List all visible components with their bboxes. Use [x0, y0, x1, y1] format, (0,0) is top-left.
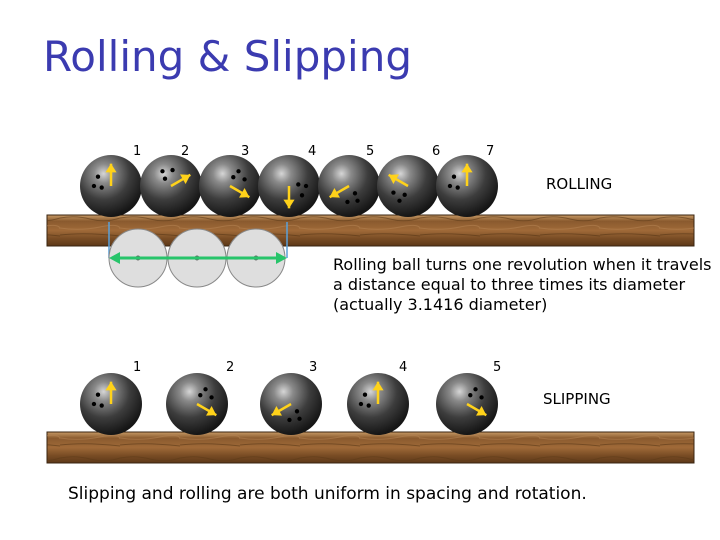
- bowling-ball: [258, 155, 320, 217]
- bowling-ball: [80, 373, 142, 435]
- rolling-number: 6: [432, 144, 440, 159]
- diameter-measure: [109, 222, 287, 287]
- bowling-ball: [166, 373, 228, 435]
- bowling-ball: [377, 155, 439, 217]
- rolling-label: ROLLING: [546, 175, 612, 193]
- bowling-ball: [140, 155, 202, 217]
- rolling-number: 5: [366, 144, 374, 159]
- rolling-number: 4: [308, 144, 316, 159]
- slipping-number: 4: [399, 360, 407, 375]
- slipping-number: 3: [309, 360, 317, 375]
- rolling-number: 1: [133, 144, 141, 159]
- rolling-balls: [80, 155, 498, 217]
- slipping-balls: [80, 373, 498, 435]
- slipping-plank: [47, 432, 694, 463]
- bowling-ball: [347, 373, 409, 435]
- rolling-number: 7: [486, 144, 494, 159]
- bowling-ball: [436, 155, 498, 217]
- footer-caption: Slipping and rolling are both uniform in…: [68, 484, 587, 504]
- rolling-number: 2: [181, 144, 189, 159]
- slipping-label: SLIPPING: [543, 390, 611, 408]
- bowling-ball: [318, 155, 380, 217]
- slipping-number: 5: [493, 360, 501, 375]
- rolling-number: 3: [241, 144, 249, 159]
- bowling-ball: [260, 373, 322, 435]
- description-text: Rolling ball turns one revolution when i…: [333, 255, 713, 315]
- slipping-number: 1: [133, 360, 141, 375]
- slipping-number: 2: [226, 360, 234, 375]
- bowling-ball: [80, 155, 142, 217]
- bowling-ball: [199, 155, 261, 217]
- bowling-ball: [436, 373, 498, 435]
